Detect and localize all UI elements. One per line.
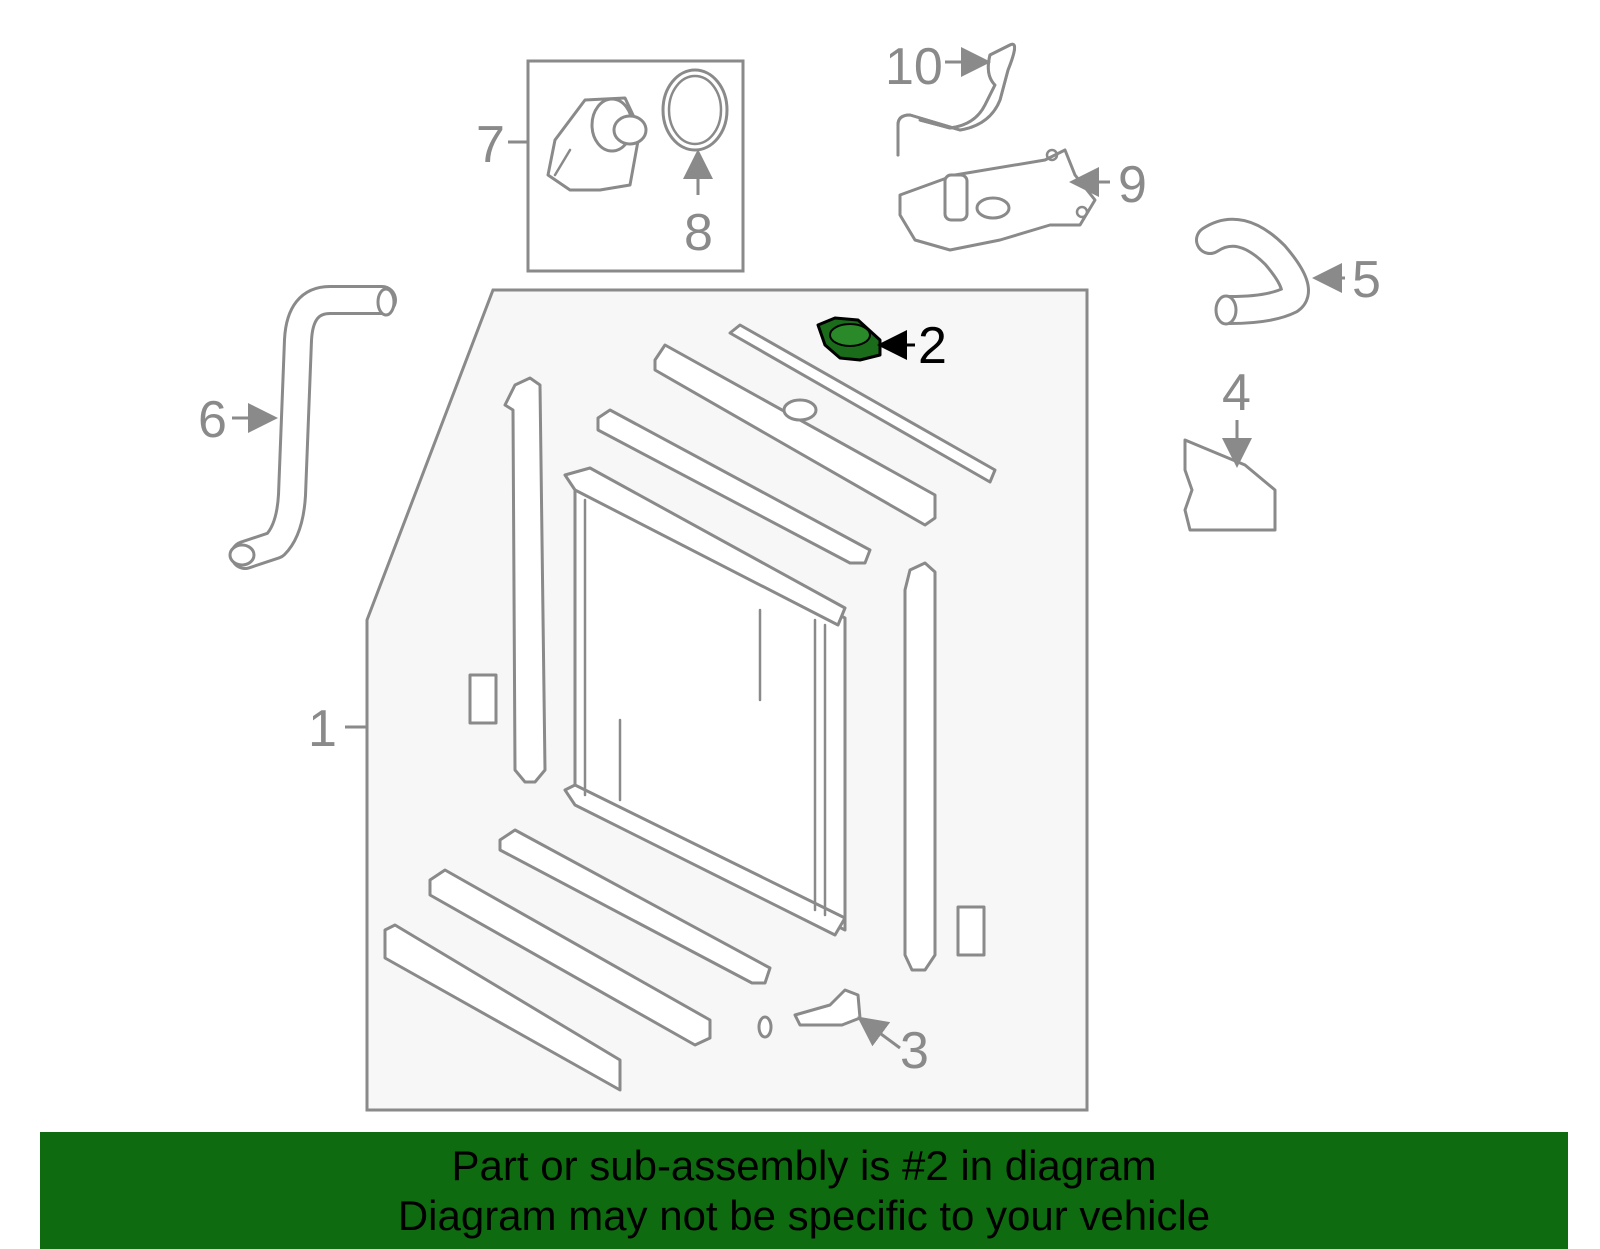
- callout-3: 3: [900, 1022, 929, 1080]
- upper-tank-part: [653, 343, 937, 527]
- bottom-seal-part: [383, 923, 622, 1092]
- callout-10: 10: [885, 38, 943, 96]
- callout-5: 5: [1352, 251, 1381, 309]
- lower-baffle-part: [498, 828, 772, 985]
- thermostat-gasket-part: [661, 68, 729, 152]
- callout-8: 8: [684, 204, 713, 262]
- top-seal-part: [728, 323, 997, 484]
- banner-line-2: Diagram may not be specific to your vehi…: [397, 1191, 1211, 1239]
- callout-1: 1: [308, 700, 337, 758]
- callout-9: 9: [1118, 156, 1147, 214]
- lower-hose-part: [1195, 217, 1310, 326]
- thermostat-housing-part: [546, 96, 648, 192]
- info-banner: Part or sub-assembly is #2 in diagram Di…: [40, 1132, 1568, 1249]
- callout-6: 6: [198, 391, 227, 449]
- banner-line-1: Part or sub-assembly is #2 in diagram: [451, 1141, 1157, 1189]
- radiator-core-part: [563, 466, 847, 937]
- radiator-hose-part: [228, 285, 397, 570]
- callout-7: 7: [476, 116, 505, 174]
- left-side-rail-part: [503, 376, 547, 784]
- leader-3: [857, 1016, 901, 1050]
- right-side-rail-part: [903, 561, 937, 972]
- callout-2: 2: [918, 317, 947, 375]
- drain-cock-part: [757, 988, 862, 1039]
- parts-diagram: 1 2 3 4 5 6 7 8 9 10: [198, 38, 1381, 1112]
- callout-4: 4: [1222, 364, 1251, 422]
- water-outlet-part: [898, 148, 1097, 252]
- upper-baffle-part: [596, 408, 872, 565]
- bracket-part: [1183, 438, 1277, 532]
- lower-tank-part: [428, 868, 712, 1047]
